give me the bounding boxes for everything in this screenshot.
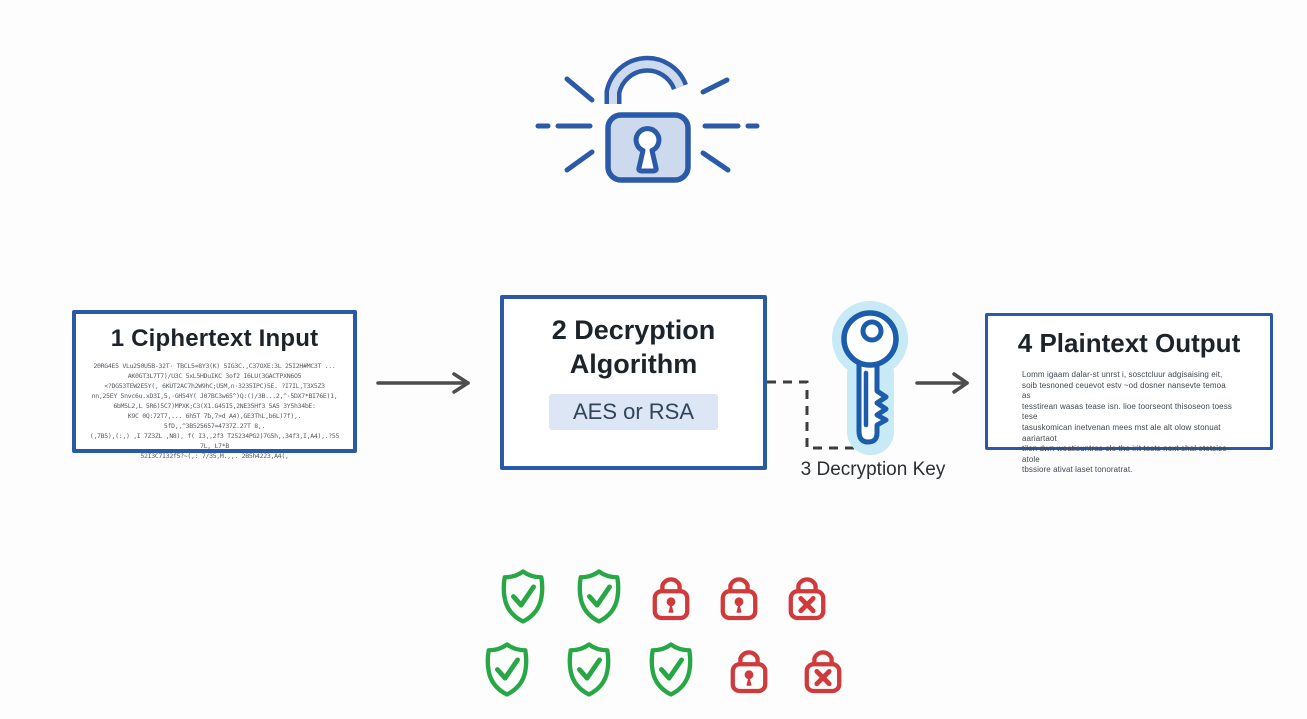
decryption-key-label: 3 Decryption Key — [800, 459, 946, 480]
plaintext-body: Lomm igaam dalar-st unrst i, sosctcluur … — [1022, 370, 1232, 475]
security-icons-row — [448, 568, 878, 625]
arrow-right-icon — [376, 372, 470, 394]
plaintext-output-title: 4 Plaintext Output — [1017, 328, 1241, 358]
ciphertext-body: 20RG4E5 VLu250U5B-32T· TBCL5=8Y3(K) 5IG3… — [89, 362, 340, 460]
lock-keyhole-icon — [650, 571, 692, 623]
algorithm-badge: AES or RSA — [548, 394, 719, 430]
security-icons-grid — [448, 568, 878, 698]
lock-x-icon — [786, 571, 828, 623]
decryption-algorithm-box: 2 Decryption Algorithm AES or RSA — [500, 295, 767, 470]
lock-keyhole-icon — [718, 571, 760, 623]
security-icons-row — [448, 641, 878, 698]
unlocked-padlock-icon — [535, 55, 760, 183]
key-icon — [832, 301, 908, 455]
plaintext-output-box: 4 Plaintext Output Lomm igaam dalar-st u… — [985, 313, 1273, 474]
shield-check-icon — [646, 641, 696, 698]
decryption-algorithm-title: 2 Decryption Algorithm — [551, 315, 716, 379]
ciphertext-input-box: 1 Ciphertext Input 20RG4E5 VLu250U5B-32T… — [72, 310, 357, 460]
shield-check-icon — [564, 641, 614, 698]
lock-x-icon — [802, 644, 844, 696]
shield-check-icon — [482, 641, 532, 698]
lock-keyhole-icon — [728, 644, 770, 696]
ciphertext-input-title: 1 Ciphertext Input — [110, 325, 319, 352]
dashed-connector — [767, 380, 859, 450]
shield-check-icon — [498, 568, 548, 625]
shield-check-icon — [574, 568, 624, 625]
arrow-right-icon — [915, 372, 969, 394]
